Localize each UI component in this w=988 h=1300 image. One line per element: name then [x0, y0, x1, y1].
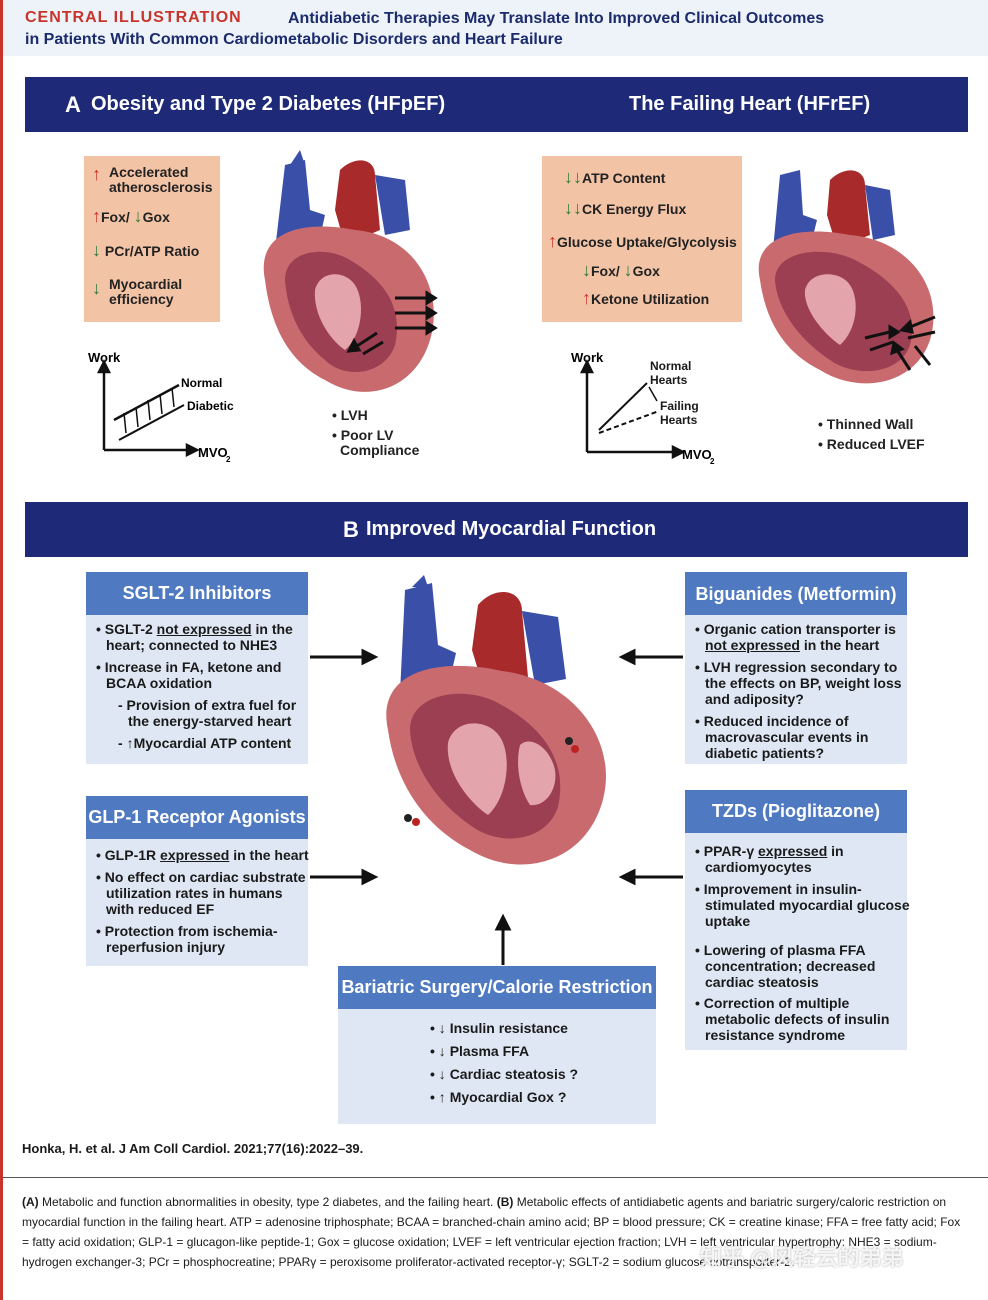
hfpef-notes: • LVH • Poor LV Compliance [332, 408, 452, 458]
down-arrow-icon: ↓ [438, 1020, 446, 1036]
hfpef-item-atherosclerosis: ↑ Accelerated atherosclerosis [92, 164, 213, 195]
glp1-card-title: GLP-1 Receptor Agonists [86, 796, 308, 839]
tzd-bullet-ffa: • Lowering of plasma FFA concentration; … [695, 942, 876, 990]
panel-a-band: A Obesity and Type 2 Diabetes (HFpEF) Th… [25, 77, 968, 132]
down-arrow-icon: ↓ [438, 1043, 446, 1059]
panel-a-letter: A [65, 92, 81, 117]
graph-ylabel: Work [571, 350, 604, 365]
bariatric-surgery-card: Bariatric Surgery/Calorie Restriction • … [338, 966, 656, 1124]
down-arrow-icon: ↓ [438, 1066, 446, 1082]
sglt2-sub-atp: - ↑Myocardial ATP content [118, 735, 292, 751]
hfref-item-glucose: ↑Glucose Uptake/Glycolysis [548, 231, 737, 251]
divider [3, 1177, 988, 1178]
down-arrow-icon: ↓ [582, 260, 591, 280]
central-heart-illustration [386, 575, 606, 865]
tzd-bullet-ppar: • PPAR-γ expressed in cardiomyocytes [695, 843, 844, 875]
graph-normal-label: Normal [181, 376, 222, 390]
bariatric-item-insulin: • ↓ Insulin resistance [430, 1020, 568, 1036]
graph-diabetic-label: Diabetic [187, 399, 234, 413]
double-down-arrow-icon: ↓↓ [564, 198, 582, 218]
biguanides-metformin-card: Biguanides (Metformin) • Organic cation … [685, 572, 907, 764]
double-down-arrow-icon: ↓↓ [564, 167, 582, 187]
tzd-pioglitazone-card: TZDs (Pioglitazone) • PPAR-γ expressed i… [685, 790, 910, 1050]
note-poor-compliance: • Poor LV Compliance [332, 427, 420, 458]
hfref-metabolic-box: ↓↓ATP Content ↓↓CK Energy Flux ↑Glucose … [542, 156, 742, 322]
glp1-agonists-card: GLP-1 Receptor Agonists • GLP-1R express… [86, 796, 309, 966]
figure-caption: (A) Metabolic and function abnormalities… [22, 1195, 961, 1269]
hfref-item-ketone: ↑Ketone Utilization [582, 288, 710, 308]
sglt2-bullet-expression: • SGLT-2 not expressed in the heart; con… [96, 621, 293, 653]
hfref-item-atp: ↓↓ATP Content [564, 167, 666, 187]
hfpef-item-pcr-atp: ↓ PCr/ATP Ratio [92, 240, 200, 260]
graph-xlabel: MVO [198, 445, 228, 460]
figure-title-line2: in Patients With Common Cardiometabolic … [25, 31, 563, 48]
hfref-work-mvo2-graph: Work Normal Hearts Failing Hearts MVO 2 [571, 350, 715, 466]
tzd-bullet-insulin: • Improvement in insulin-stimulated myoc… [695, 881, 910, 929]
biguanides-card-title: Biguanides (Metformin) [685, 572, 907, 615]
hfref-notes: • Thinned Wall • Reduced LVEF [818, 417, 948, 452]
biguanides-bullet-transporter: • Organic cation transporter is not expr… [695, 621, 896, 653]
hfref-item-fox-gox: ↓Fox/ ↓Gox [582, 260, 660, 280]
sglt2-card-title: SGLT-2 Inhibitors [86, 572, 308, 615]
glp1-bullet-substrate: • No effect on cardiac substrate utiliza… [96, 869, 306, 917]
panel-b-title: Improved Myocardial Function [366, 518, 657, 540]
note-lvh: • LVH [332, 407, 368, 423]
biguanides-bullet-macrovascular: • Reduced incidence of macrovascular eve… [695, 713, 869, 761]
up-arrow-icon: ↑ [438, 1089, 446, 1105]
graph-xlabel: MVO [682, 447, 712, 462]
graph-normal-hearts-label: Normal Hearts [650, 359, 692, 387]
graph-ylabel: Work [88, 350, 121, 365]
watermark: 知乎 @风轻云的弟弟 [700, 1245, 904, 1270]
note-reduced-lvef: • Reduced LVEF [818, 436, 925, 452]
figure-title-line1: Antidiabetic Therapies May Translate Int… [288, 10, 825, 27]
up-arrow-icon: ↑ [582, 288, 591, 308]
sglt2-bullet-oxidation: • Increase in FA, ketone and BCAA oxidat… [96, 659, 282, 691]
tzd-card-title: TZDs (Pioglitazone) [685, 790, 907, 833]
central-illustration-header: CENTRAL ILLUSTRATION Antidiabetic Therap… [3, 0, 988, 56]
citation: Honka, H. et al. J Am Coll Cardiol. 2021… [22, 1141, 364, 1156]
hfpef-metabolic-box: ↑ Accelerated atherosclerosis ↑Fox/ ↓Gox… [84, 156, 220, 322]
graph-xlabel-subscript: 2 [226, 455, 231, 464]
bariatric-card-title: Bariatric Surgery/Calorie Restriction [338, 966, 656, 1009]
up-arrow-icon: ↑ [92, 164, 101, 184]
down-arrow-icon: ↓ [623, 260, 633, 280]
down-arrow-icon: ↓ [92, 240, 101, 260]
bariatric-item-steatosis: • ↓ Cardiac steatosis ? [430, 1066, 579, 1082]
hfpef-item-fox-gox: ↑Fox/ ↓Gox [92, 206, 170, 226]
panel-b-band: B Improved Myocardial Function [25, 502, 968, 557]
sglt2-sub-fuel: - Provision of extra fuel for the energy… [118, 697, 297, 729]
hfpef-work-mvo2-graph: Work Normal Diabetic MVO 2 [88, 350, 234, 464]
up-arrow-icon: ↑ [548, 231, 557, 251]
glp1-bullet-expression: • GLP-1R expressed in the heart [96, 847, 309, 863]
bariatric-item-gox: • ↑ Myocardial Gox ? [430, 1089, 567, 1105]
bariatric-item-ffa: • ↓ Plasma FFA [430, 1043, 530, 1059]
tzd-bullet-metabolic: • Correction of multiple metabolic defec… [695, 995, 890, 1043]
hfpef-heart-illustration [263, 150, 438, 392]
panel-a-left-title: Obesity and Type 2 Diabetes (HFpEF) [91, 93, 446, 115]
graph-xlabel-subscript: 2 [710, 457, 715, 466]
panel-b-letter: B [343, 517, 359, 542]
panel-a-right-title: The Failing Heart (HFrEF) [629, 93, 871, 115]
biguanides-bullet-lvh: • LVH regression secondary to the effect… [695, 659, 902, 707]
up-arrow-icon: ↑ [92, 206, 101, 226]
down-arrow-icon: ↓ [133, 206, 143, 226]
down-arrow-icon: ↓ [92, 278, 101, 298]
sglt2-inhibitors-card: SGLT-2 Inhibitors • SGLT-2 not expressed… [86, 572, 308, 764]
central-illustration-label: CENTRAL ILLUSTRATION [25, 9, 242, 26]
note-thinned-wall: • Thinned Wall [818, 416, 914, 432]
graph-failing-hearts-label: Failing Hearts [660, 399, 699, 427]
up-arrow-icon: ↑ [126, 735, 134, 751]
hfref-item-ck: ↓↓CK Energy Flux [564, 198, 687, 218]
glp1-bullet-ischemia: • Protection from ischemia-reperfusion i… [96, 923, 278, 955]
hfpef-item-efficiency: ↓ Myocardial efficiency [92, 276, 183, 307]
hfref-heart-illustration [758, 170, 936, 384]
